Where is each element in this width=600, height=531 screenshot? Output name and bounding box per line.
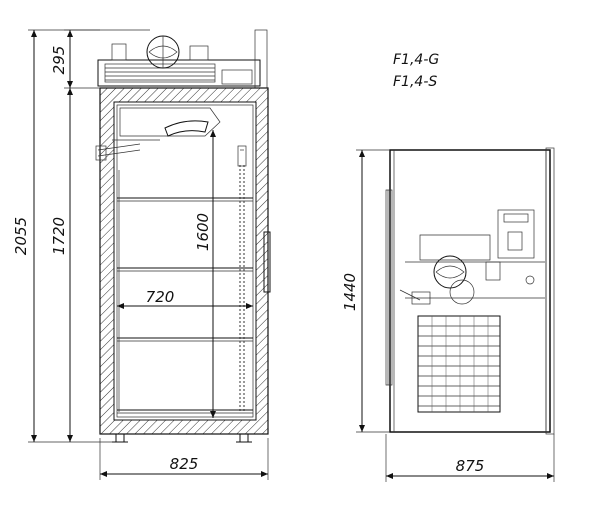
front-view: 2055 295 1720 1600 720 825 — [12, 29, 271, 480]
top-condensing-unit — [97, 29, 268, 89]
shelf-rail — [118, 145, 247, 412]
dimension-top-unit: 295 — [50, 29, 150, 89]
rear-condensing-unit — [399, 209, 545, 305]
side-depth-label: 875 — [456, 457, 485, 475]
side-height-label: 1440 — [341, 273, 359, 311]
side-view: 1440 875 — [341, 147, 555, 482]
cabinet-height-label: 1720 — [50, 217, 68, 255]
model-labels: F1,4-G F1,4-S — [393, 52, 439, 90]
interior-width-label: 720 — [146, 288, 175, 306]
dimension-side-depth: 875 — [385, 434, 555, 482]
overall-height-label: 2055 — [12, 217, 30, 255]
shelves — [117, 197, 253, 414]
dimension-interior-width: 720 — [117, 288, 253, 309]
interior-height-label: 1600 — [194, 213, 212, 251]
door-handle — [263, 231, 271, 293]
cabinet-feet — [112, 433, 252, 443]
dimension-interior-height: 1600 — [194, 130, 216, 418]
side-cabinet-outline — [389, 149, 551, 433]
compressor-fan-icon — [433, 255, 467, 289]
model-label-g: F1,4-G — [393, 52, 439, 68]
top-unit-height-label: 295 — [50, 46, 68, 75]
overall-width-label: 825 — [170, 455, 199, 473]
dimension-side-height: 1440 — [341, 149, 390, 433]
evaporator-unit — [95, 107, 221, 161]
dimension-overall-width: 825 — [99, 438, 269, 480]
dimension-cabinet-height: 1720 — [50, 88, 73, 442]
condenser-coil — [417, 315, 501, 413]
model-label-s: F1,4-S — [393, 74, 437, 90]
